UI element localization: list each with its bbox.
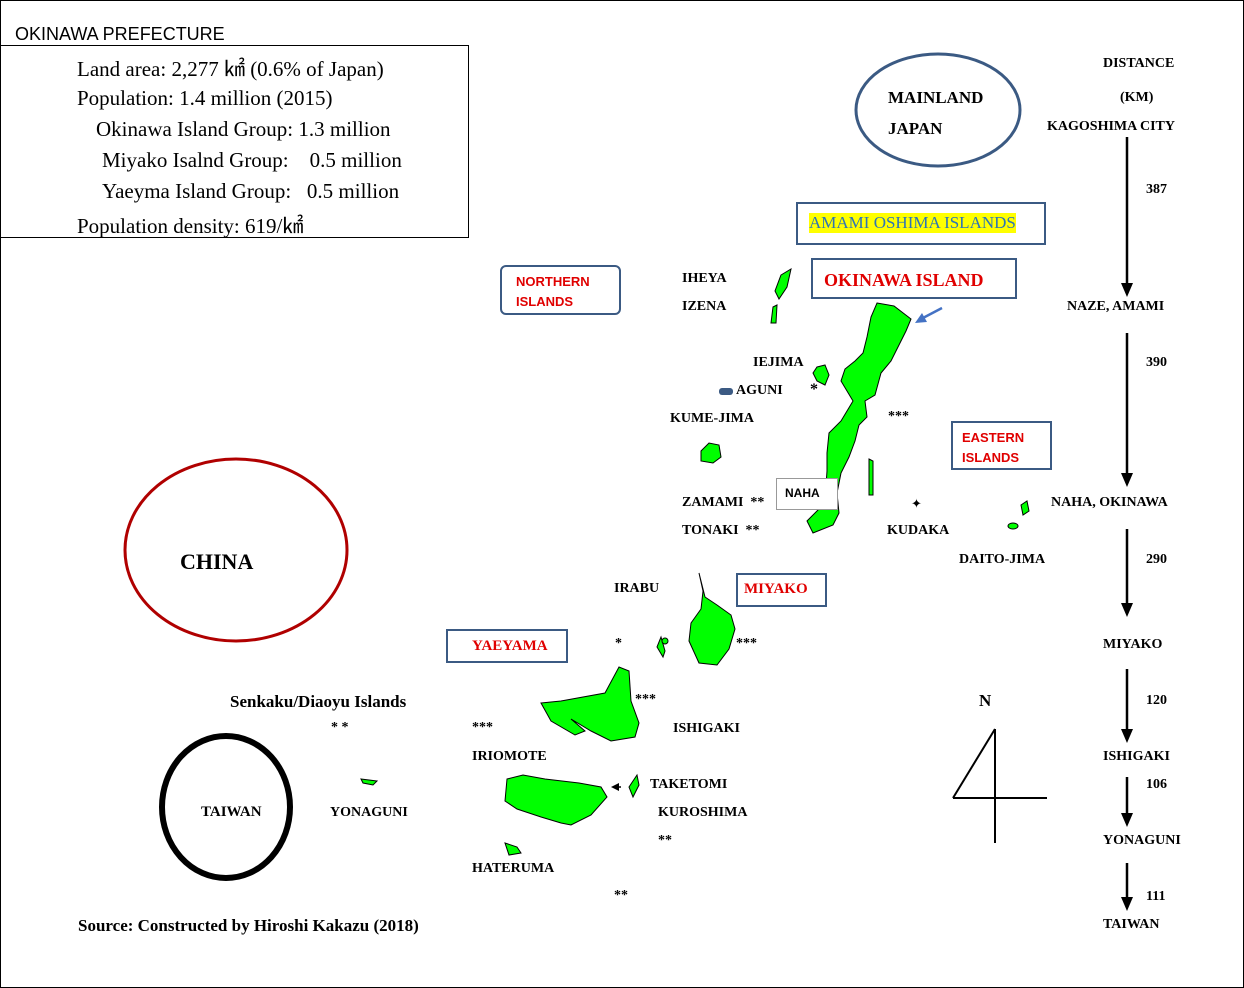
kumejima-label: KUME-JIMA bbox=[670, 411, 754, 426]
distance-title: DISTANCE bbox=[1103, 56, 1175, 71]
japan-label: JAPAN bbox=[888, 119, 943, 138]
aguni-label: AGUNI bbox=[736, 383, 783, 398]
star-senkaku: * * bbox=[331, 720, 349, 735]
svg-text:✦: ✦ bbox=[911, 497, 922, 512]
iejima-island-shape bbox=[812, 364, 830, 386]
star-ishigaki: *** bbox=[635, 692, 656, 707]
northern-islands-box: NORTHERN ISLANDS bbox=[500, 265, 621, 315]
leg-120: 120 bbox=[1146, 693, 1167, 708]
miyako-island-shape bbox=[688, 572, 736, 666]
stop-yonaguni: YONAGUNI bbox=[1103, 833, 1181, 848]
okinawa-island-label: OKINAWA ISLAND bbox=[824, 270, 984, 290]
yaeyama-label: YAEYAMA bbox=[472, 638, 548, 654]
source-note: Source: Constructed by Hiroshi Kakazu (2… bbox=[78, 916, 419, 935]
eastern-islands-box: EASTERN ISLANDS bbox=[951, 421, 1052, 470]
kudaka-label: KUDAKA bbox=[887, 523, 950, 538]
stop-taiwan: TAIWAN bbox=[1103, 917, 1160, 932]
okinawa-island-box: OKINAWA ISLAND bbox=[811, 258, 1017, 299]
ishigaki-label: ISHIGAKI bbox=[673, 721, 740, 736]
miyako-label: MIYAKO bbox=[744, 581, 808, 597]
ishigaki-island-shape bbox=[540, 666, 640, 742]
iriomote-island-shape bbox=[504, 774, 608, 826]
china-label: CHINA bbox=[180, 549, 254, 574]
mainland-label: MAINLAND bbox=[888, 88, 984, 107]
leg-290: 290 bbox=[1146, 552, 1167, 567]
stop-ishigaki: ISHIGAKI bbox=[1103, 749, 1170, 764]
star-okinawa-east: *** bbox=[888, 409, 909, 424]
distance-arrows bbox=[1121, 137, 1133, 911]
info-miyako-group: Miyako Isalnd Group: 0.5 million bbox=[102, 148, 402, 172]
info-title: OKINAWA PREFECTURE bbox=[15, 24, 225, 44]
northern-label-1: NORTHERN bbox=[516, 274, 590, 289]
china-circle bbox=[123, 457, 349, 643]
taketomi-label: TAKETOMI bbox=[650, 777, 728, 792]
kuroshima-label: KUROSHIMA bbox=[658, 805, 748, 820]
zamami-label: ZAMAMI ** bbox=[682, 495, 765, 510]
info-land-area: Land area: 2,277 ㎢ (0.6% of Japan) bbox=[77, 57, 384, 81]
leg-387: 387 bbox=[1146, 182, 1167, 197]
taiwan-label: TAIWAN bbox=[201, 804, 262, 820]
distance-unit: (KM) bbox=[1120, 90, 1154, 105]
amami-box: AMAMI OSHIMA ISLANDS bbox=[796, 202, 1046, 245]
north-label: N bbox=[979, 691, 992, 710]
taiwan-circle bbox=[159, 733, 293, 881]
stop-naha: NAHA, OKINAWA bbox=[1051, 495, 1168, 510]
naha-label: NAHA bbox=[785, 486, 820, 500]
mainland-japan-circle bbox=[854, 52, 1022, 168]
tonaki-label: TONAKI ** bbox=[682, 523, 760, 538]
daito-label: DAITO-JIMA bbox=[959, 552, 1046, 567]
amami-label: AMAMI OSHIMA ISLANDS bbox=[809, 213, 1016, 233]
irabu-label: IRABU bbox=[614, 581, 660, 596]
northern-label-2: ISLANDS bbox=[516, 294, 574, 309]
eastern-label-1: EASTERN bbox=[962, 430, 1025, 445]
izena-label: IZENA bbox=[682, 299, 727, 314]
star-miyako-east: *** bbox=[736, 636, 757, 651]
izena-island-shape bbox=[770, 304, 778, 324]
info-yaeyama-group: Yaeyma Island Group: 0.5 million bbox=[102, 179, 400, 203]
info-population: Population: 1.4 million (2015) bbox=[77, 86, 333, 110]
senkaku-label: Senkaku/Diaoyu Islands bbox=[230, 692, 407, 711]
star-hateruma: ** bbox=[614, 888, 628, 903]
kumejima-island-shape bbox=[700, 442, 722, 464]
leg-106: 106 bbox=[1146, 777, 1167, 792]
iheya-island-shape bbox=[774, 267, 792, 300]
naha-box: NAHA bbox=[776, 478, 838, 510]
star-miyako-west: * bbox=[615, 636, 622, 651]
aguni-island-shape bbox=[719, 388, 733, 395]
eastern-label-2: ISLANDS bbox=[962, 450, 1020, 465]
yaeyama-box: YAEYAMA bbox=[446, 629, 568, 663]
miyako-box: MIYAKO bbox=[736, 573, 827, 607]
info-okinawa-group: Okinawa Island Group: 1.3 million bbox=[96, 117, 391, 141]
leg-390: 390 bbox=[1146, 355, 1167, 370]
iejima-label: IEJIMA bbox=[753, 355, 804, 370]
yonaguni-label: YONAGUNI bbox=[330, 805, 408, 820]
hateruma-label: HATERUMA bbox=[472, 861, 555, 876]
iheya-label: IHEYA bbox=[682, 271, 727, 286]
okinawa-island-shape bbox=[806, 302, 912, 534]
stop-naze: NAZE, AMAMI bbox=[1067, 299, 1165, 314]
info-density: Population density: 619/㎢ bbox=[77, 214, 304, 238]
star-iriomote: *** bbox=[472, 720, 493, 735]
leg-111: 111 bbox=[1146, 889, 1166, 904]
iriomote-label: IRIOMOTE bbox=[472, 749, 547, 764]
stop-kagoshima: KAGOSHIMA CITY bbox=[1047, 119, 1175, 134]
stop-miyako: MIYAKO bbox=[1103, 637, 1163, 652]
star-aguni: * bbox=[810, 381, 818, 398]
info-panel: Land area: 2,277 ㎢ (0.6% of Japan) Popul… bbox=[1, 45, 469, 238]
star-kuroshima: ** bbox=[658, 833, 672, 848]
